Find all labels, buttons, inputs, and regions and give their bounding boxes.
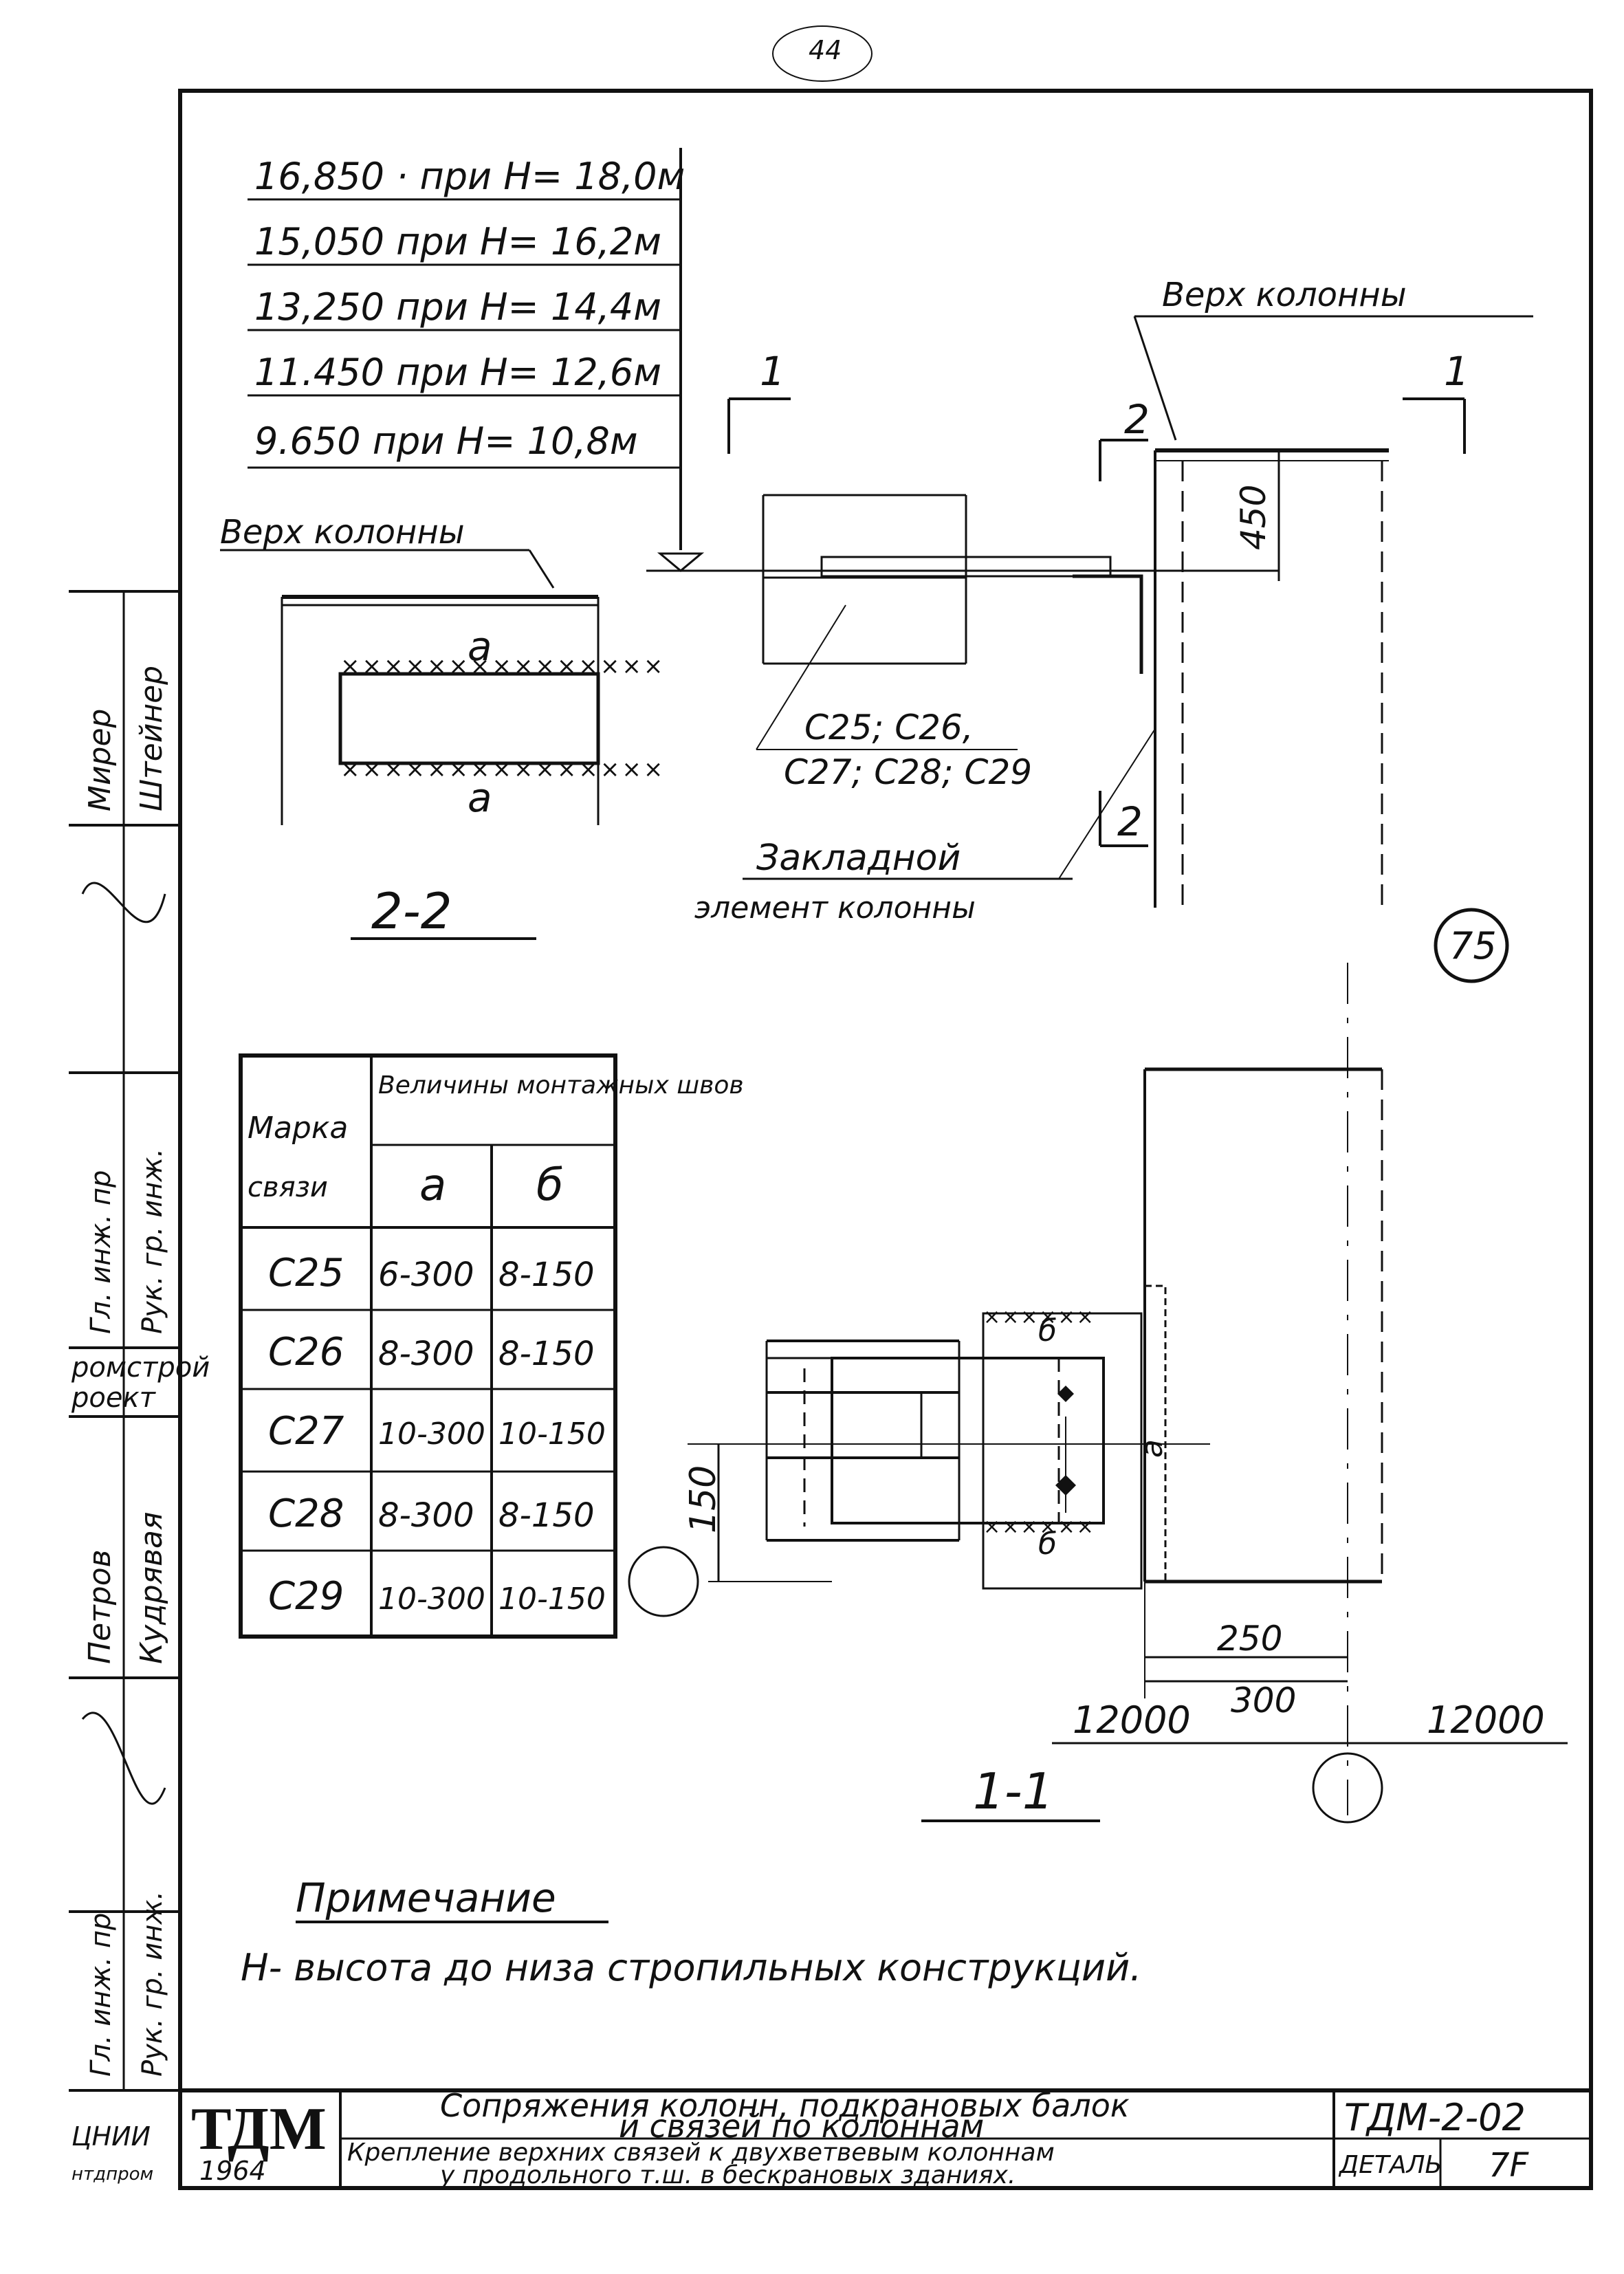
row-b-c25: 8-150 — [498, 1256, 594, 1294]
stamp-org-3: ЦНИИ — [72, 2121, 151, 2152]
stamp-role-1: Гл. инж. пр — [85, 1170, 117, 1334]
elevation-view-top: 1 1 Верх колонны 2 2 450 С25; С26, С27; … — [646, 276, 1533, 926]
row-a-c25: 6-300 — [378, 1256, 474, 1294]
row-mark-c29: С29 — [268, 1574, 344, 1619]
bolt-mark-1 — [1055, 1475, 1076, 1496]
section-1-left: 1 — [760, 348, 785, 395]
weld-a-bottom: а — [468, 774, 492, 821]
sheet-code: ТДМ-2-02 — [1344, 2096, 1526, 2139]
row-b-c29: 10-150 — [498, 1582, 606, 1617]
weld-a-top: а — [468, 623, 492, 670]
elevation-1: 16,850 · при Н= 18,0м — [254, 155, 685, 198]
embedded-label-1: Закладной — [756, 838, 961, 879]
weld-b-top: б — [1038, 1313, 1057, 1348]
elevation-5: 9.650 при Н= 10,8м — [254, 419, 638, 463]
stamp-name-1: Мирер — [83, 709, 118, 812]
dim-150: 150 — [683, 1465, 724, 1533]
th-mark: Марка — [248, 1111, 348, 1146]
section-1-1-title: 1-1 — [973, 1762, 1054, 1820]
row-mark-c28: С28 — [268, 1491, 344, 1536]
dim-300: 300 — [1231, 1681, 1296, 1720]
stamp-org-1: ромстрой — [71, 1352, 210, 1384]
row-mark-c26: С26 — [268, 1330, 344, 1375]
subtitle-line-2: у продольного т.ш. в бескрановых зданиях… — [439, 2161, 1016, 2189]
stamp-org-4: нтдпром — [72, 2164, 153, 2185]
bolt-mark-2 — [1057, 1386, 1074, 1402]
th-col-b: б — [536, 1160, 563, 1211]
note-text: Н- высота до низа стропильных конструкци… — [241, 1946, 1141, 1989]
svg-text:××××××: ×××××× — [983, 1515, 1095, 1539]
stamp-role-3: Гл. инж. пр — [85, 1913, 117, 2077]
row-b-c28: 8-150 — [498, 1496, 594, 1535]
elevation-marker — [657, 552, 705, 572]
svg-text:×××××××××××××××: ××××××××××××××× — [340, 756, 665, 783]
row-a-c27: 10-300 — [378, 1417, 485, 1452]
title-line-1: Сопряжения колонн, подкрановых балок — [440, 2087, 1130, 2124]
elevation-4: 11.450 при Н= 12,6м — [254, 351, 661, 394]
detail-label: ДЕТАЛЬ — [1338, 2151, 1442, 2179]
signature-1 — [81, 882, 166, 923]
row-b-c26: 8-150 — [498, 1335, 594, 1373]
elevation-3: 13,250 при Н= 14,4м — [254, 285, 661, 329]
axis-dim-left: 12000 — [1073, 1698, 1191, 1742]
weld-b-bottom: б — [1038, 1527, 1057, 1562]
dim-450: 450 — [1233, 485, 1273, 550]
note-title: Примечание — [296, 1874, 556, 1921]
section-2-top: 2 — [1124, 396, 1150, 443]
row-a-c29: 10-300 — [378, 1582, 485, 1617]
year: 1964 — [199, 2156, 266, 2186]
sheet-frame — [178, 89, 1593, 2190]
th-col-a: а — [419, 1160, 446, 1211]
col-top-left-label: Верх колонны — [220, 513, 465, 551]
section-2-2-title: 2-2 — [371, 882, 452, 940]
section-1-1: ×××××× ×××××× б б а 150 250 300 12000 12… — [628, 963, 1568, 1824]
title-block: ТДМ 1964 Сопряжения колонн, подкрановых … — [180, 2087, 1591, 2189]
row-b-c27: 10-150 — [498, 1417, 606, 1452]
svg-text:×××××××××××××××: ××××××××××××××× — [340, 653, 665, 680]
svg-text:××××××: ×××××× — [983, 1305, 1095, 1329]
signature-2 — [81, 1712, 166, 1805]
braces-label-2: С27; С28; С29 — [784, 752, 1032, 792]
axis-dim-right: 12000 — [1427, 1698, 1545, 1742]
col-top-right-label: Верх колонны — [1162, 276, 1407, 314]
row-mark-c27: С27 — [268, 1409, 344, 1454]
elevations-list: 16,850 · при Н= 18,0м 15,050 при Н= 16,2… — [248, 148, 705, 572]
logo: ТДМ — [191, 2096, 327, 2163]
axis-bubble-left — [628, 1546, 699, 1617]
section-1-right: 1 — [1444, 348, 1469, 395]
th-mark-2: связи — [248, 1172, 328, 1203]
stamp-role-2: Рук. гр. инж. — [137, 1148, 168, 1334]
stamp-name-4: Кудрявая — [134, 1512, 169, 1664]
row-a-c26: 8-300 — [378, 1335, 474, 1373]
axis-bubble-bottom — [1312, 1752, 1383, 1824]
row-mark-c25: С25 — [268, 1251, 344, 1295]
stamp-role-4: Рук. гр. инж. — [137, 1891, 168, 2077]
title-line-2: и связей по колоннам — [619, 2108, 984, 2145]
side-stamp: Мирер Штейнер Гл. инж. пр Рук. гр. инж. … — [69, 590, 210, 2185]
stamp-name-2: Штейнер — [134, 666, 169, 811]
detail-badge-circle — [1434, 908, 1509, 983]
sheet-number-circle — [772, 25, 873, 82]
elevation-2: 15,050 при Н= 16,2м — [254, 220, 661, 263]
weld-table: Марка связи Величины монтажных швов а б … — [239, 1053, 744, 1639]
embedded-label-2: элемент колонны — [694, 890, 976, 926]
detail-number: 7F — [1489, 2146, 1530, 2185]
weld-a-plan: а — [1134, 1439, 1170, 1458]
sheet-number: 44 — [809, 35, 842, 65]
section-2-bottom: 2 — [1117, 798, 1143, 845]
stamp-name-3: Петров — [83, 1549, 118, 1664]
dim-250: 250 — [1217, 1619, 1282, 1659]
subtitle-line-1: Крепление верхних связей к двухветвевым … — [347, 2139, 1055, 2167]
row-a-c28: 8-300 — [378, 1496, 474, 1535]
section-2-2: Верх колонны ××××××××××××××× ×××××××××××… — [220, 513, 665, 940]
th-group: Величины монтажных швов — [378, 1071, 744, 1100]
stamp-org-2: роект — [71, 1382, 157, 1414]
detail-badge: 75 — [1449, 924, 1497, 967]
braces-label-1: С25; С26, — [804, 708, 974, 747]
